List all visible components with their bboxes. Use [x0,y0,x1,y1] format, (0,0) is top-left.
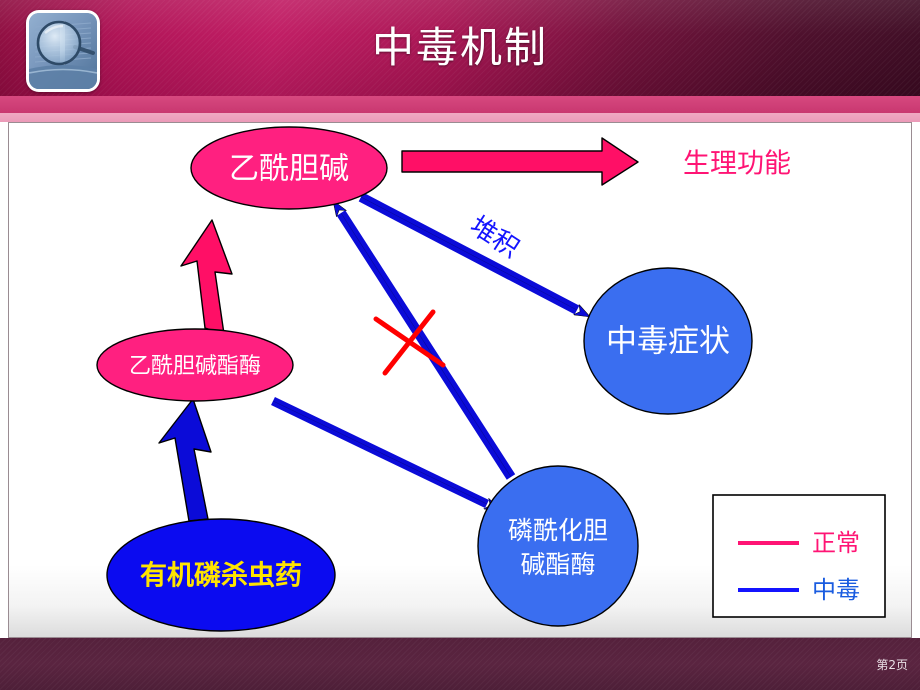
legend-item-normal: 正常 [738,529,860,557]
blocked-cross-icon [373,309,446,376]
header-band-primary [0,96,920,113]
node-phosphorylated-cholinesterase-label-line2: 碱酯酶 [520,550,595,579]
annotation-physiological-function: 生理功能 [683,149,791,180]
arrow-ache-to-ach [180,219,233,335]
slide-footer: 第2页 [0,638,920,690]
node-acetylcholinesterase[interactable]: 乙酰胆碱酯酶 [96,328,294,402]
arrow-insecticide-to-ache [158,398,212,522]
node-phosphorylated-cholinesterase-label-line1: 磷酰化胆 [508,516,608,545]
page-title: 中毒机制 [371,23,548,72]
node-organophosphate-insecticide[interactable]: 有机磷杀虫药 [106,518,336,632]
logo-thumbnail [26,10,100,92]
magnifying-glass-icon [29,13,97,89]
node-phosphorylated-cholinesterase[interactable]: 磷酰化胆 碱酯酶 [477,465,639,627]
mechanism-diagram: 乙酰胆碱 乙酰胆碱酯酶 有机磷杀虫药 中毒症状 磷酰化胆 碱酯酶 [96,126,886,632]
arrow-phospho-to-ach-blocked [341,213,516,480]
legend-box: 正常 中毒 [712,494,886,618]
slide-content-area: 乙酰胆碱 乙酰胆碱酯酶 有机磷杀虫药 中毒症状 磷酰化胆 碱酯酶 [8,122,912,638]
page-number-label: 第2页 [876,658,908,672]
legend-item-poisoning: 中毒 [738,576,860,604]
node-poisoning-symptoms[interactable]: 中毒症状 [583,267,753,415]
legend-item-poisoning-label: 中毒 [812,576,860,604]
node-acetylcholine[interactable]: 乙酰胆碱 [190,126,388,210]
node-poisoning-symptoms-label: 中毒症状 [606,324,730,360]
node-acetylcholine-label: 乙酰胆碱 [229,152,349,187]
node-organophosphate-insecticide-label: 有机磷杀虫药 [140,560,302,592]
slide-header: 中毒机制 [0,0,920,96]
legend-item-normal-label: 正常 [812,529,860,557]
arrow-ach-to-symptoms [358,192,577,310]
header-band-secondary [0,113,920,122]
arrow-ach-to-function [401,137,639,186]
node-acetylcholinesterase-label: 乙酰胆碱酯酶 [129,354,261,379]
arrow-ache-to-phospho [271,396,487,504]
